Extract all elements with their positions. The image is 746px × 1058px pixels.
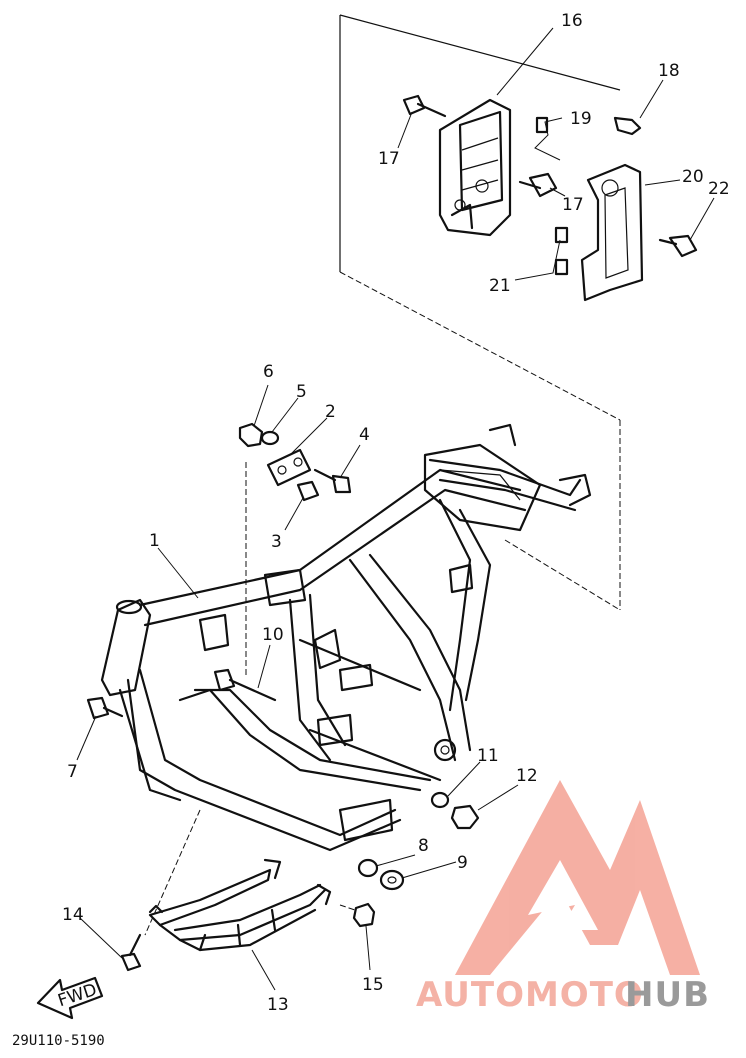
- upper-detail-frame: [245, 14, 621, 678]
- under-guard-13: [148, 858, 332, 952]
- nut-6: [238, 422, 264, 448]
- callout-3: 3: [271, 532, 282, 552]
- callout-13: 13: [267, 995, 289, 1015]
- bolt-17-upper: [402, 94, 447, 118]
- callout-11: 11: [477, 746, 499, 766]
- damper-19: [535, 116, 549, 134]
- side-cover-20: [580, 163, 644, 302]
- nut-11: [430, 791, 450, 809]
- damper-9: [379, 869, 405, 891]
- bolt-4: [313, 468, 352, 494]
- bolt-17-lower: [518, 172, 558, 198]
- collar-15: [352, 902, 376, 928]
- callout-7: 7: [67, 762, 78, 782]
- callout-21: 21: [489, 276, 511, 296]
- bolt-14: [120, 933, 142, 972]
- callout-1: 1: [149, 531, 160, 551]
- fwd-arrow: FWD: [36, 976, 104, 1020]
- engine-bracket-2: [266, 448, 312, 487]
- callout-9: 9: [457, 853, 468, 873]
- bolt-10: [213, 668, 277, 702]
- callout-6: 6: [263, 362, 274, 382]
- callout-labels: 16 17 17 18 19 20 21 22 1 2 3 4 5 6 7 8 …: [62, 11, 730, 1015]
- watermark-hub: HUB: [625, 975, 710, 1015]
- callout-14: 14: [62, 905, 84, 925]
- watermark-logo: [455, 780, 700, 975]
- callout-18: 18: [658, 61, 680, 81]
- bolt-7: [86, 696, 124, 720]
- callout-20: 20: [682, 167, 704, 187]
- callout-8: 8: [418, 836, 429, 856]
- callout-17b: 17: [562, 195, 584, 215]
- bolt-3: [296, 480, 320, 502]
- callout-12: 12: [516, 766, 538, 786]
- drawing-code: 29U110-5190: [12, 1033, 105, 1049]
- callout-4: 4: [359, 425, 370, 445]
- watermark-text: AUTOMOTO HUB: [416, 975, 710, 1015]
- watermark-auto: AUTOMOTO: [416, 975, 644, 1015]
- fwd-label: FWD: [55, 980, 99, 1011]
- washer-5: [260, 430, 280, 446]
- nut-12: [450, 804, 480, 830]
- callout-17a: 17: [378, 149, 400, 169]
- bolt-22: [658, 234, 698, 258]
- callout-5: 5: [296, 382, 307, 402]
- callout-15: 15: [362, 975, 384, 995]
- callout-16: 16: [561, 11, 583, 31]
- damper-21: [554, 226, 569, 276]
- callout-22: 22: [708, 179, 730, 199]
- main-frame: [100, 423, 592, 852]
- callout-10: 10: [262, 625, 284, 645]
- collar-8: [357, 858, 379, 878]
- battery-box-bracket: [438, 98, 512, 237]
- callout-19: 19: [570, 109, 592, 129]
- screw-18: [613, 116, 642, 136]
- leader-lines: [76, 27, 715, 991]
- callout-2: 2: [325, 402, 336, 422]
